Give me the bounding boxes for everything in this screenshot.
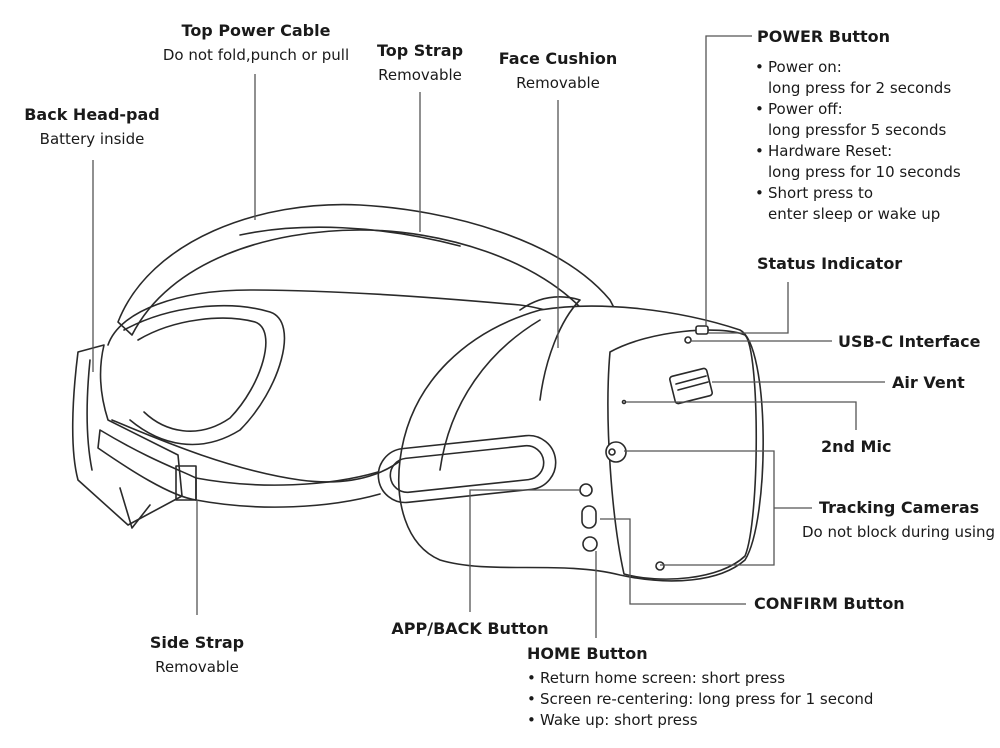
second-mic-title: 2nd Mic [821, 437, 892, 456]
headset-outline [71, 203, 764, 582]
power-button-notes: Power on: long press for 2 seconds Power… [755, 57, 961, 225]
tracking-cameras-note: Do not block during using [802, 523, 996, 541]
home-button-note: Screen re-centering: long press for 1 se… [527, 689, 873, 710]
confirm-button-title: CONFIRM Button [754, 594, 905, 613]
power-button-title: POWER Button [757, 27, 891, 46]
top-strap-note: Removable [378, 66, 462, 84]
home-button-note: Wake up: short press [527, 710, 873, 731]
usb-c-title: USB-C Interface [838, 332, 981, 351]
power-button-note: Power on: [755, 57, 961, 78]
home-button-note: Return home screen: short press [527, 668, 873, 689]
back-head-pad-note: Battery inside [39, 130, 145, 148]
power-button-note: enter sleep or wake up [768, 205, 941, 223]
app-back-button-title: APP/BACK Button [391, 619, 549, 638]
side-strap-note: Removable [155, 658, 239, 676]
leader-lines [92, 35, 885, 638]
home-button-notes: Return home screen: short press Screen r… [527, 668, 873, 731]
top-power-cable-title: Top Power Cable [181, 21, 331, 40]
tracking-cameras-title: Tracking Cameras [819, 498, 980, 517]
power-button-note: Short press to [755, 183, 961, 204]
top-strap-title: Top Strap [376, 41, 464, 60]
power-button-note: Hardware Reset: [755, 141, 961, 162]
power-button-note: long press for 2 seconds [768, 79, 952, 97]
home-button-title: HOME Button [527, 644, 648, 663]
power-button-note: long pressfor 5 seconds [768, 121, 947, 139]
top-power-cable-note: Do not fold,punch or pull [162, 46, 350, 64]
side-strap-title: Side Strap [149, 633, 245, 652]
power-button-note: Power off: [755, 99, 961, 120]
air-vent-title: Air Vent [892, 373, 965, 392]
face-cushion-note: Removable [516, 74, 600, 92]
status-indicator-title: Status Indicator [757, 254, 903, 273]
back-head-pad-title: Back Head-pad [24, 105, 160, 124]
face-cushion-title: Face Cushion [498, 49, 618, 68]
power-button-note: long press for 10 seconds [768, 163, 961, 181]
